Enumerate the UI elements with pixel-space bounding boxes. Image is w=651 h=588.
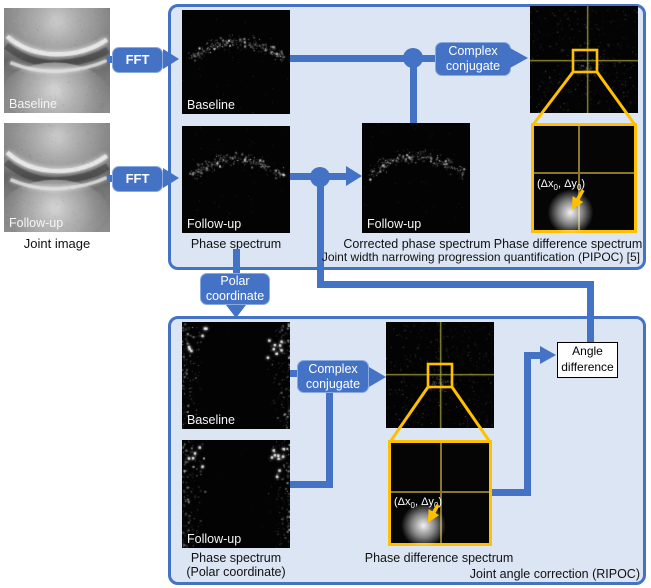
baseline-line-junction-dot bbox=[403, 48, 423, 68]
followup-line-junction-dot bbox=[310, 167, 330, 187]
baseline-to-conjugate-line bbox=[290, 55, 435, 62]
magnified-peak-box-bottom: (Δx0, Δy0) bbox=[388, 440, 492, 547]
right-down-line bbox=[587, 281, 594, 342]
phase-difference-caption-top: Phase difference spectrum bbox=[493, 237, 643, 251]
followup-polar-label: Follow-up bbox=[187, 531, 242, 546]
phase-difference-image-bottom bbox=[386, 322, 494, 428]
magnified-peak-box-top: (Δx0, Δy0) bbox=[531, 123, 637, 235]
corrected-spectrum-label: Follow-up bbox=[367, 216, 422, 231]
followup-phase-spectrum bbox=[182, 126, 290, 233]
phase-difference-caption-bottom: Phase difference spectrum bbox=[364, 551, 514, 565]
fft1-arrowhead bbox=[163, 49, 179, 69]
angle-in-line bbox=[531, 352, 542, 359]
pipoc-panel-caption: Joint width narrowing progression quanti… bbox=[321, 250, 640, 264]
phase-difference-spectrum-top bbox=[530, 6, 638, 113]
followup-spectrum-label: Follow-up bbox=[187, 216, 242, 231]
followup-joint-label: Follow-up bbox=[9, 215, 64, 230]
mid-horizontal-line bbox=[317, 281, 594, 288]
corrected-phase-spectrum-image: Follow-up bbox=[362, 123, 470, 233]
phase-difference-spectrum-bottom bbox=[386, 322, 494, 428]
polar-spectrum-caption-line1: Phase spectrum bbox=[190, 551, 282, 565]
corrected-phase-spectrum bbox=[362, 123, 470, 233]
followup-joint-xray bbox=[4, 123, 110, 232]
angle-difference-box: Angle difference bbox=[557, 342, 618, 378]
baseline-polar-spectrum bbox=[182, 322, 290, 429]
ripoc-panel-caption: Joint angle correction (RIPOC) bbox=[469, 567, 640, 581]
peak-shift-label-top: (Δx0, Δy0) bbox=[537, 178, 586, 193]
baseline-phase-spectrum-image: Baseline bbox=[182, 10, 290, 114]
baseline-joint-label: Baseline bbox=[9, 96, 57, 111]
fft1-block: FFT bbox=[112, 47, 163, 73]
baseline-joint-image: Baseline bbox=[4, 8, 110, 113]
baseline-joint-xray bbox=[4, 8, 110, 113]
junction-down-line bbox=[317, 177, 324, 283]
magbox-right-line bbox=[492, 489, 531, 496]
fft1-tail-line bbox=[107, 56, 113, 63]
polar-stub-line bbox=[233, 249, 240, 274]
baseline-polar-spectrum-image: Baseline bbox=[182, 322, 290, 429]
corrected-arrowhead bbox=[346, 166, 362, 186]
corrected-spectrum-caption: Corrected phase spectrum bbox=[343, 237, 491, 251]
followup-joint-image: Follow-up bbox=[4, 123, 110, 232]
complex-conjugate-block-bottom: Complex conjugate bbox=[297, 360, 369, 393]
angle-up-line bbox=[524, 352, 531, 496]
junction-to-corrected-line bbox=[410, 58, 417, 124]
followup-phase-spectrum-image: Follow-up bbox=[182, 126, 290, 233]
polar-baseline-to-conjugate-line bbox=[290, 370, 298, 377]
polar-spectrum-caption-line2: (Polar coordinate) bbox=[186, 565, 286, 580]
polar-spectrum-caption: Phase spectrum (Polar coordinate) bbox=[166, 551, 306, 580]
polar-coordinate-block: Polar coordinate bbox=[200, 273, 270, 305]
phase-spectrum-caption: Phase spectrum bbox=[190, 237, 282, 251]
correlation-peak-bottom bbox=[401, 504, 446, 547]
polar-arrowhead-down bbox=[226, 305, 246, 318]
conjugate-arrowhead-bottom bbox=[369, 367, 386, 387]
fft2-arrowhead bbox=[163, 168, 179, 188]
correlation-peak-top bbox=[548, 190, 593, 235]
fft2-block: FFT bbox=[112, 166, 163, 192]
baseline-spectrum-label: Baseline bbox=[187, 97, 235, 112]
phase-difference-image-top bbox=[530, 6, 638, 113]
complex-conjugate-block-top: Complex conjugate bbox=[435, 42, 511, 76]
baseline-phase-spectrum bbox=[182, 10, 290, 114]
baseline-polar-label: Baseline bbox=[187, 412, 235, 427]
polar-followup-elbow-horizontal bbox=[290, 481, 333, 488]
polar-followup-elbow-vertical bbox=[326, 393, 333, 488]
fft2-tail-line bbox=[107, 175, 113, 182]
mag-grid-horizontal bbox=[391, 491, 489, 493]
joint-image-caption: Joint image bbox=[23, 236, 91, 251]
mag-grid-horizontal bbox=[534, 172, 634, 174]
angle-arrowhead bbox=[540, 346, 556, 364]
followup-polar-spectrum-image: Follow-up bbox=[182, 440, 290, 548]
peak-shift-label-bottom: (Δx0, Δy0) bbox=[394, 496, 443, 511]
conjugate-arrowhead-top bbox=[510, 48, 528, 68]
mag-grid-vertical bbox=[440, 443, 442, 543]
followup-polar-spectrum bbox=[182, 440, 290, 548]
mag-grid-vertical bbox=[578, 126, 580, 230]
